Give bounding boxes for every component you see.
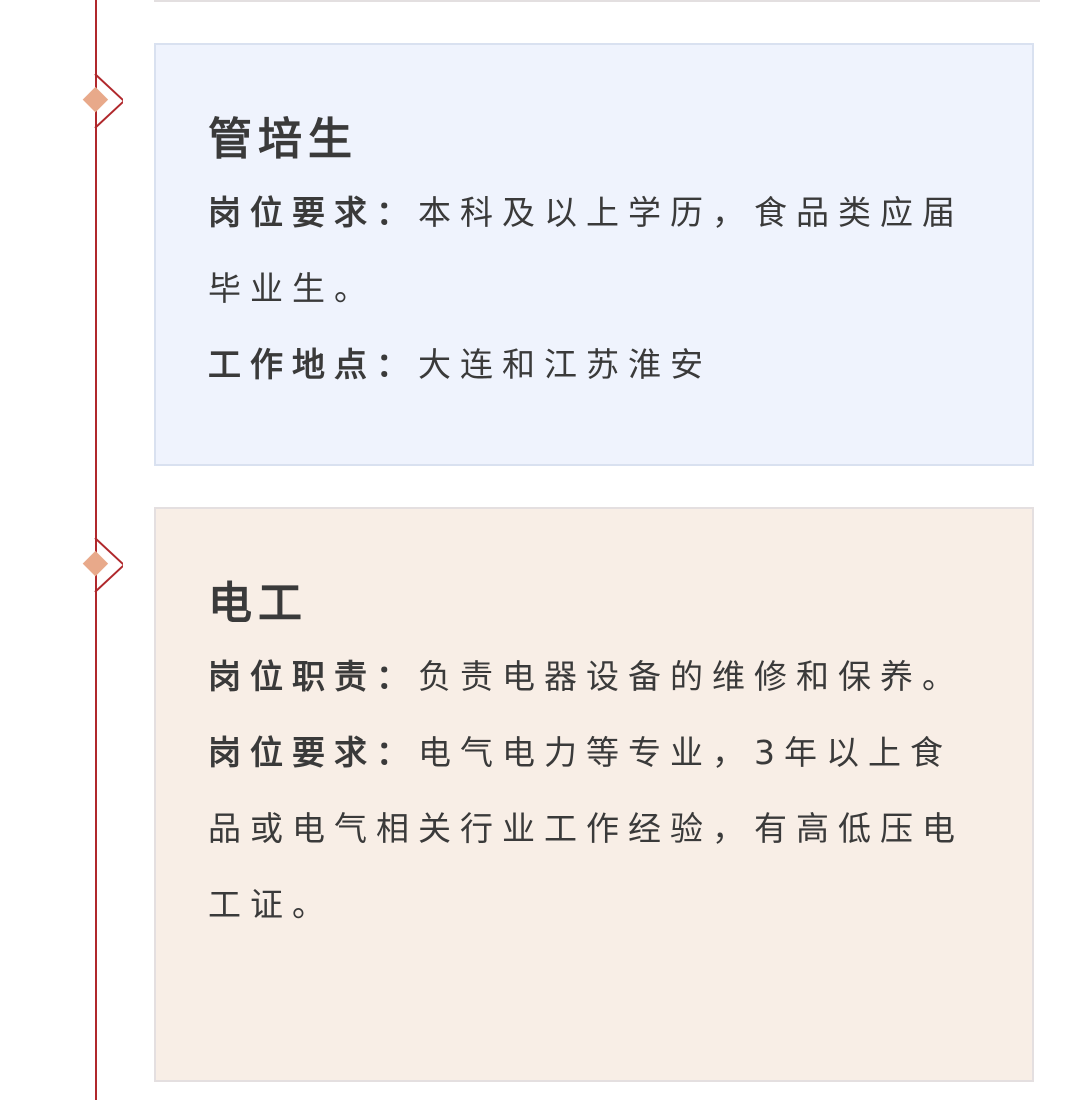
field-label: 岗位要求： <box>208 733 418 772</box>
timeline-node <box>69 538 123 592</box>
job-requirement: 岗位要求：电气电力等专业，3年以上食品或电气相关行业工作经验，有高低压电工证。 <box>208 715 982 943</box>
job-card-electrician: 电工 岗位职责：负责电器设备的维修和保养。 岗位要求：电气电力等专业，3年以上食… <box>154 507 1034 1082</box>
diamond-marker-icon <box>82 74 123 128</box>
previous-card-edge <box>154 0 1040 2</box>
field-label: 岗位职责： <box>208 657 418 696</box>
field-label: 岗位要求： <box>208 193 418 232</box>
timeline-node <box>69 74 123 128</box>
field-value: 负责电器设备的维修和保养。 <box>418 657 964 696</box>
job-location: 工作地点：大连和江苏淮安 <box>208 327 982 403</box>
field-value: 大连和江苏淮安 <box>418 345 712 384</box>
field-label: 工作地点： <box>208 345 418 384</box>
timeline-line <box>95 0 97 1100</box>
field-value: 电气电力等专业，3年以上食品或电气相关行业工作经验，有高低压电工证。 <box>208 733 964 924</box>
job-card-management-trainee: 管培生 岗位要求：本科及以上学历，食品类应届毕业生。 工作地点：大连和江苏淮安 <box>154 43 1034 466</box>
diamond-marker-icon <box>82 538 123 592</box>
job-duty: 岗位职责：负责电器设备的维修和保养。 <box>208 639 982 715</box>
job-title: 电工 <box>208 578 308 629</box>
job-requirement: 岗位要求：本科及以上学历，食品类应届毕业生。 <box>208 175 982 327</box>
field-value: 本科及以上学历，食品类应届毕业生。 <box>208 193 964 308</box>
job-title: 管培生 <box>208 114 358 165</box>
